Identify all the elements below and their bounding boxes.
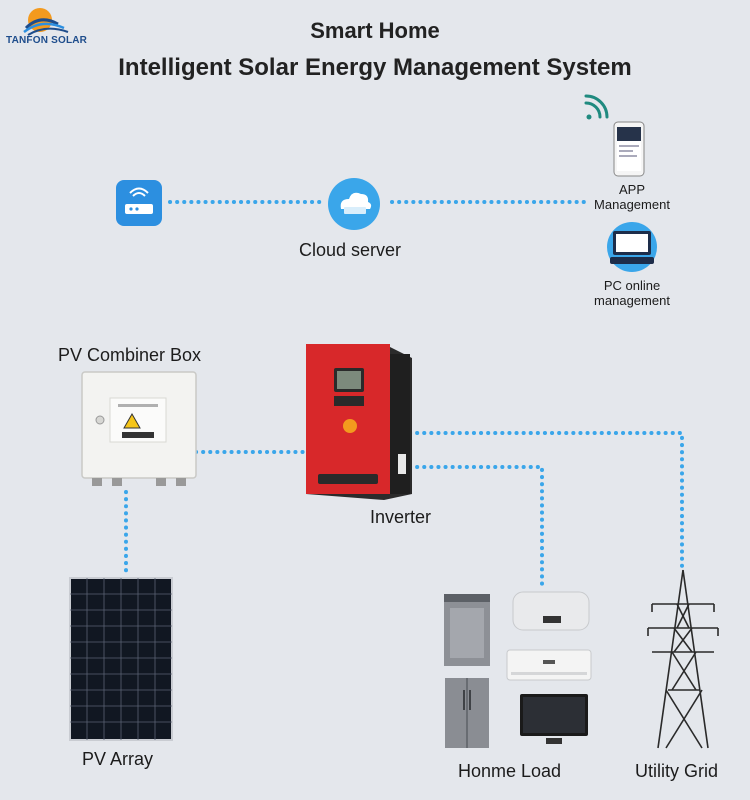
power-tower-icon bbox=[647, 569, 719, 749]
combiner-box-icon bbox=[81, 371, 197, 486]
combiner-box-label: PV Combiner Box bbox=[58, 345, 202, 365]
connector-inverter-grid bbox=[408, 431, 684, 570]
home-load-label: Honme Load bbox=[458, 761, 562, 781]
inverter-label: Inverter bbox=[370, 507, 432, 527]
pc-icon bbox=[607, 222, 657, 272]
page-subtitle: Intelligent Solar Energy Management Syst… bbox=[118, 54, 632, 81]
brand-name: TANFON SOLAR bbox=[6, 35, 88, 46]
air-conditioner-icon bbox=[506, 649, 592, 681]
water-heater-icon bbox=[512, 591, 590, 631]
wifi-icon bbox=[584, 94, 609, 120]
cloud-server-label: Cloud server bbox=[299, 240, 402, 260]
pc-label-line1: PC online bbox=[603, 278, 661, 293]
app-label-line1: APP bbox=[618, 182, 645, 197]
pv-array-label: PV Array bbox=[82, 749, 154, 769]
page-title: Smart Home bbox=[310, 18, 440, 43]
solar-panel-icon bbox=[69, 577, 173, 741]
washing-machine-icon bbox=[444, 594, 490, 666]
tanfon-solar-logo bbox=[23, 8, 69, 36]
connector-inverter-load bbox=[408, 465, 544, 587]
app-label-line2: Management bbox=[594, 197, 670, 212]
inverter-logo-icon bbox=[343, 419, 357, 433]
television-icon bbox=[520, 694, 588, 744]
refrigerator-icon bbox=[445, 678, 489, 748]
cloud-server-icon bbox=[328, 178, 380, 230]
pc-label-line2: management bbox=[594, 293, 670, 308]
utility-grid-label: Utility Grid bbox=[635, 761, 719, 781]
router-icon bbox=[116, 180, 162, 226]
inverter-icon bbox=[306, 344, 412, 500]
phone-icon bbox=[613, 121, 645, 177]
